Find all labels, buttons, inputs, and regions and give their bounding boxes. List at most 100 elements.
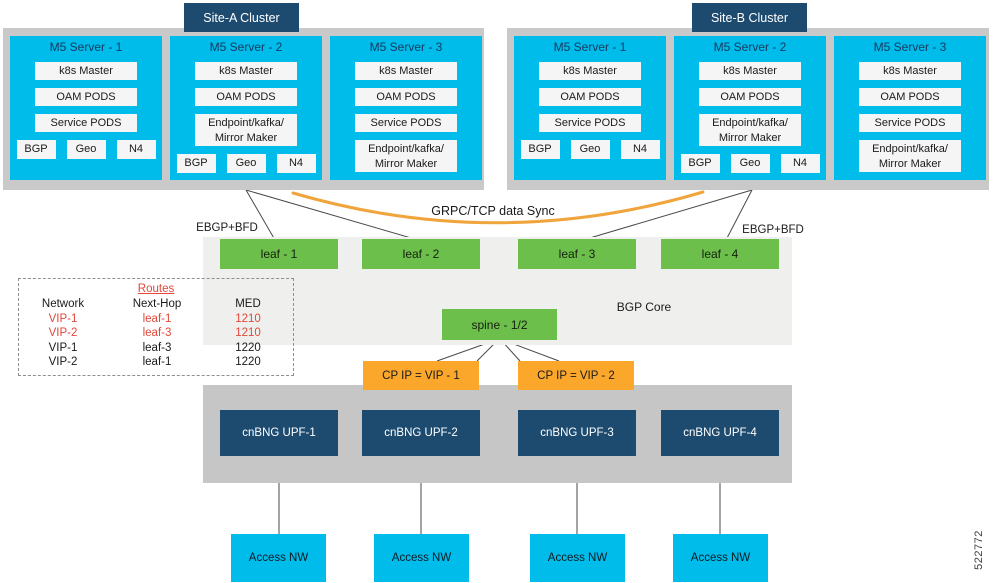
protocol-chips: BGP Geo N4 bbox=[680, 154, 820, 173]
ebgp-bfd-label-left: EBGP+BFD bbox=[196, 222, 258, 234]
chip-bgp: BGP bbox=[176, 154, 216, 173]
site-a-cluster-title: Site-A Cluster bbox=[203, 10, 280, 25]
pod-k8s-master: k8s Master bbox=[539, 62, 641, 80]
site-b-m5-server-1: M5 Server - 1 k8s Master OAM PODS Servic… bbox=[514, 36, 666, 180]
pod-endpoint-kafka: Endpoint/kafka/ Mirror Maker bbox=[859, 140, 961, 172]
access-nw-1-node: Access NW bbox=[231, 534, 326, 582]
route-cell: VIP-2 bbox=[48, 327, 78, 339]
cp-vip-2-node: CP IP = VIP - 2 bbox=[518, 361, 634, 390]
site-b-cluster-header: Site-B Cluster bbox=[692, 3, 807, 32]
pod-endpoint-kafka: Endpoint/kafka/ Mirror Maker bbox=[195, 114, 297, 146]
route-cell: 1220 bbox=[235, 341, 261, 354]
route-cell: leaf-3 bbox=[142, 341, 172, 354]
site-b-m5-server-3: M5 Server - 3 k8s Master OAM PODS Servic… bbox=[834, 36, 986, 180]
chip-n4: N4 bbox=[116, 140, 156, 159]
leaf-2-label: leaf - 2 bbox=[402, 247, 440, 261]
pod-k8s-master: k8s Master bbox=[859, 62, 961, 80]
upf-4-label: cnBNG UPF-4 bbox=[683, 427, 757, 439]
route-cell: 1210 bbox=[235, 312, 261, 325]
route-cell: leaf-1 bbox=[142, 356, 172, 368]
chip-bgp: BGP bbox=[520, 140, 560, 159]
upf-2-node: cnBNG UPF-2 bbox=[362, 410, 480, 456]
cp-vip-1-node: CP IP = VIP - 1 bbox=[363, 361, 479, 390]
chip-n4: N4 bbox=[276, 154, 316, 173]
site-a-m5-server-2: M5 Server - 2 k8s Master OAM PODS Endpoi… bbox=[170, 36, 322, 180]
cp-vip-2-label: CP IP = VIP - 2 bbox=[537, 369, 615, 382]
spine-label: spine - 1/2 bbox=[471, 317, 528, 332]
pod-oam: OAM PODS bbox=[195, 88, 297, 106]
server-title: M5 Server - 3 bbox=[873, 40, 947, 54]
leaf-3-node: leaf - 3 bbox=[518, 239, 636, 269]
cp-vip-1-label: CP IP = VIP - 1 bbox=[382, 369, 460, 382]
ebgp-bfd-label-right: EBGP+BFD bbox=[742, 224, 804, 236]
server-title: M5 Server - 1 bbox=[49, 40, 123, 54]
site-a-cluster-header: Site-A Cluster bbox=[184, 3, 299, 32]
route-cell: VIP-2 bbox=[48, 356, 78, 368]
pod-k8s-master: k8s Master bbox=[699, 62, 801, 80]
access-nw-2-node: Access NW bbox=[374, 534, 469, 582]
pod-service: Service PODS bbox=[539, 114, 641, 132]
leaf-1-node: leaf - 1 bbox=[220, 239, 338, 269]
leaf-4-label: leaf - 4 bbox=[701, 247, 739, 261]
upf-1-node: cnBNG UPF-1 bbox=[220, 410, 338, 456]
route-cell: leaf-1 bbox=[142, 312, 172, 325]
access-nw-4-label: Access NW bbox=[690, 552, 751, 564]
chip-geo: Geo bbox=[730, 154, 770, 173]
pod-service: Service PODS bbox=[35, 114, 137, 132]
routes-col-med: MED bbox=[235, 298, 261, 310]
chip-n4: N4 bbox=[780, 154, 820, 173]
access-nw-3-node: Access NW bbox=[530, 534, 625, 582]
chip-geo: Geo bbox=[226, 154, 266, 173]
pod-endpoint-kafka: Endpoint/kafka/ Mirror Maker bbox=[355, 140, 457, 172]
protocol-chips: BGP Geo N4 bbox=[176, 154, 316, 173]
pod-service: Service PODS bbox=[355, 114, 457, 132]
pod-oam: OAM PODS bbox=[35, 88, 137, 106]
grpc-sync-curve bbox=[291, 190, 705, 225]
server-title: M5 Server - 1 bbox=[553, 40, 627, 54]
leaf-1-label: leaf - 1 bbox=[260, 247, 298, 261]
pod-oam: OAM PODS bbox=[699, 88, 801, 106]
upf-1-label: cnBNG UPF-1 bbox=[242, 427, 316, 439]
route-cell: leaf-3 bbox=[142, 327, 172, 339]
chip-bgp: BGP bbox=[680, 154, 720, 173]
server-title: M5 Server - 2 bbox=[713, 40, 787, 54]
pod-k8s-master: k8s Master bbox=[195, 62, 297, 80]
route-cell: VIP-1 bbox=[48, 312, 78, 325]
pod-k8s-master: k8s Master bbox=[35, 62, 137, 80]
route-cell: VIP-1 bbox=[48, 341, 78, 354]
grpc-sync-label: GRPC/TCP data Sync bbox=[431, 204, 555, 218]
pod-oam: OAM PODS bbox=[355, 88, 457, 106]
site-b-cluster-title: Site-B Cluster bbox=[710, 10, 789, 25]
chip-geo: Geo bbox=[570, 140, 610, 159]
figure-id: 522772 bbox=[973, 530, 985, 570]
chip-geo: Geo bbox=[66, 140, 106, 159]
spine-node: spine - 1/2 bbox=[442, 309, 557, 340]
protocol-chips: BGP Geo N4 bbox=[16, 140, 156, 159]
pod-oam: OAM PODS bbox=[859, 88, 961, 106]
leaf-4-node: leaf - 4 bbox=[661, 239, 779, 269]
upf-4-node: cnBNG UPF-4 bbox=[661, 410, 779, 456]
access-nw-3-label: Access NW bbox=[547, 552, 608, 564]
routes-table: Routes Network Next-Hop MED VIP-1 leaf-1… bbox=[18, 278, 294, 376]
routes-col-nexthop: Next-Hop bbox=[132, 298, 182, 310]
routes-col-network: Network bbox=[41, 298, 85, 310]
access-nw-1-label: Access NW bbox=[248, 552, 309, 564]
pod-endpoint-kafka: Endpoint/kafka/ Mirror Maker bbox=[699, 114, 801, 146]
routes-table-title: Routes bbox=[137, 283, 175, 295]
server-title: M5 Server - 2 bbox=[209, 40, 283, 54]
pod-service: Service PODS bbox=[859, 114, 961, 132]
chip-n4: N4 bbox=[620, 140, 660, 159]
protocol-chips: BGP Geo N4 bbox=[520, 140, 660, 159]
chip-bgp: BGP bbox=[16, 140, 56, 159]
route-cell: 1220 bbox=[235, 356, 261, 368]
pod-k8s-master: k8s Master bbox=[355, 62, 457, 80]
site-a-m5-server-3: M5 Server - 3 k8s Master OAM PODS Servic… bbox=[330, 36, 482, 180]
site-b-m5-server-2: M5 Server - 2 k8s Master OAM PODS Endpoi… bbox=[674, 36, 826, 180]
upf-3-node: cnBNG UPF-3 bbox=[518, 410, 636, 456]
pod-oam: OAM PODS bbox=[539, 88, 641, 106]
leaf-3-label: leaf - 3 bbox=[558, 247, 596, 261]
access-nw-4-node: Access NW bbox=[673, 534, 768, 582]
leaf-2-node: leaf - 2 bbox=[362, 239, 480, 269]
routes-table-grid: Network Next-Hop MED VIP-1 leaf-1 1210 V… bbox=[19, 298, 293, 368]
